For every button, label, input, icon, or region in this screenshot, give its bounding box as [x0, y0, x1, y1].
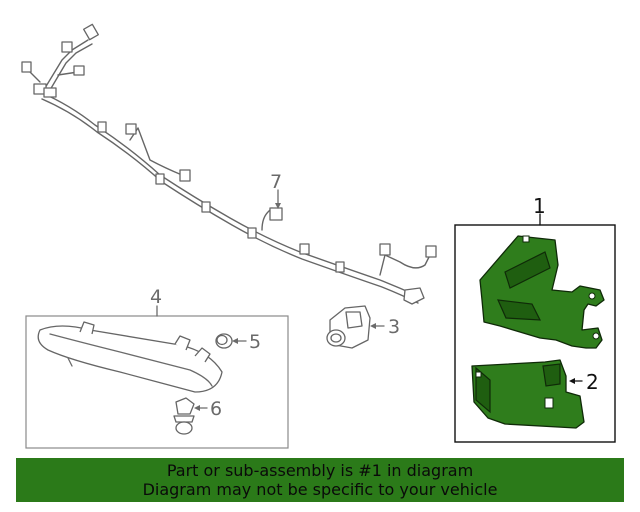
banner-line-2: Diagram may not be specific to your vehi…: [142, 480, 498, 499]
parking-sensor-part[interactable]: [326, 305, 371, 349]
wiring-harness[interactable]: [21, 23, 437, 305]
retainer-clip-part[interactable]: [173, 397, 195, 435]
callout-2-label: 2: [586, 370, 599, 394]
callout-6-label: 6: [210, 398, 222, 420]
callout-1-label: 1: [533, 194, 546, 218]
lamp-socket-part[interactable]: [215, 333, 233, 349]
sensor-housing-part[interactable]: [471, 359, 585, 429]
banner-line-1: Part or sub-assembly is #1 in diagram: [166, 461, 474, 480]
assembly-group-frame: [454, 224, 616, 443]
callout-7-label: 7: [270, 171, 282, 193]
callout-5-label: 5: [249, 331, 261, 353]
mounting-bracket-part[interactable]: [479, 235, 605, 349]
callout-4-label: 4: [150, 286, 162, 308]
side-marker-lamp-part[interactable]: [37, 321, 223, 393]
callout-3-label: 3: [388, 316, 400, 338]
fitment-notice-banner: Part or sub-assembly is #1 in diagram Di…: [16, 458, 624, 502]
